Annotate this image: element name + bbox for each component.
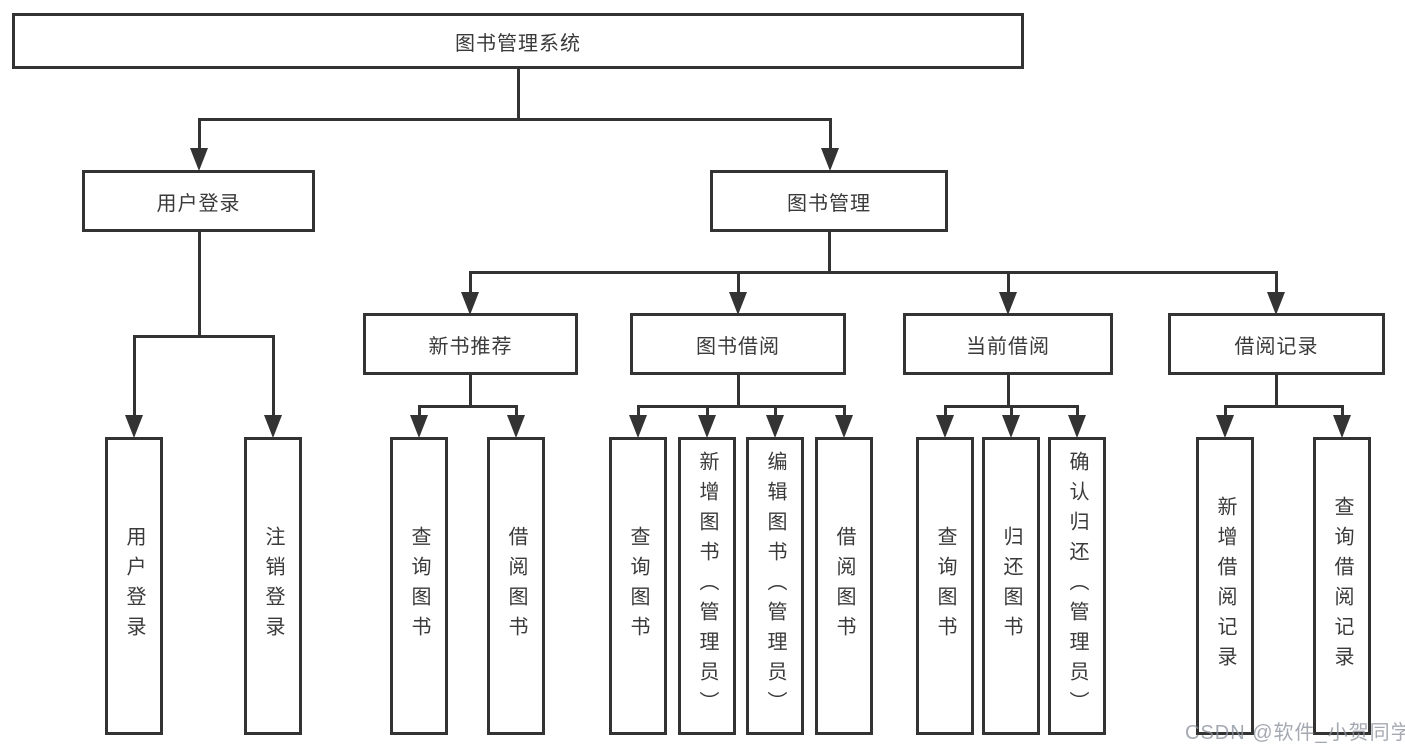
node-user-login-label: 用户登录 (156, 192, 241, 215)
leaf-logout-login: 注销登录 (244, 437, 302, 735)
connector-borrow-records-branch (1224, 405, 1344, 408)
csdn-watermark: CSDN @软件_小贺同学 (1185, 722, 1405, 744)
leaf-edit-book-admin: 编辑图书（管理员） (746, 437, 804, 735)
connector-root-stem (517, 68, 520, 120)
leaf-query-books-recommend-label: 查询图书 (408, 526, 430, 646)
arrowhead-leaf-query-books-2 (629, 415, 647, 438)
connector-to-book-borrow (737, 271, 740, 295)
node-borrow-records-label: 借阅记录 (1234, 335, 1319, 358)
arrowhead-new-book-recommend (461, 292, 479, 315)
node-library-system: 图书管理系统 (12, 13, 1024, 69)
connector-book-management-stem (828, 232, 831, 274)
arrowhead-leaf-query-books-3 (936, 415, 954, 438)
connector-to-leaf-return-book (1010, 405, 1013, 418)
leaf-query-books-borrow-label: 查询图书 (627, 526, 649, 646)
node-book-borrow: 图书借阅 (630, 313, 846, 375)
arrowhead-leaf-borrow-book-2 (835, 415, 853, 438)
leaf-edit-book-admin-label: 编辑图书（管理员） (764, 451, 786, 721)
leaf-logout-login-label: 注销登录 (262, 526, 284, 646)
connector-to-leaf-user-login (133, 335, 136, 418)
leaf-add-borrow-record-label: 新增借阅记录 (1214, 496, 1236, 676)
arrowhead-leaf-logout (264, 415, 282, 438)
leaf-return-book: 归还图书 (982, 437, 1040, 735)
connector-to-leaf-logout (272, 335, 275, 418)
arrowhead-book-borrow (729, 292, 747, 315)
leaf-borrow-book-recommend-label: 借阅图书 (505, 526, 527, 646)
leaf-user-login-label: 用户登录 (123, 526, 145, 646)
arrowhead-leaf-edit-book (766, 415, 784, 438)
leaf-query-books-borrow: 查询图书 (609, 437, 667, 735)
leaf-confirm-return-admin-label: 确认归还（管理员） (1066, 451, 1088, 721)
node-library-system-label: 图书管理系统 (455, 32, 581, 55)
leaf-query-books-recommend: 查询图书 (390, 437, 448, 735)
arrowhead-leaf-return-book (1002, 415, 1020, 438)
arrowhead-leaf-add-book (698, 415, 716, 438)
node-book-management: 图书管理 (710, 170, 948, 232)
leaf-borrow-book-recommend: 借阅图书 (487, 437, 545, 735)
connector-to-book-management (829, 118, 832, 152)
connector-to-current-borrow (1007, 271, 1010, 295)
node-current-borrow: 当前借阅 (903, 313, 1113, 375)
leaf-query-borrow-record: 查询借阅记录 (1313, 437, 1371, 735)
connector-to-leaf-add-borrow-record (1224, 405, 1227, 418)
connector-to-leaf-query-borrow-record (1341, 405, 1344, 418)
leaf-confirm-return-admin: 确认归还（管理员） (1048, 437, 1106, 735)
leaf-add-borrow-record: 新增借阅记录 (1196, 437, 1254, 735)
connector-root-branch (198, 118, 831, 121)
connector-user-login-branch (133, 335, 275, 338)
connector-to-leaf-query-books-3 (944, 405, 947, 418)
arrowhead-leaf-borrow-book-1 (507, 415, 525, 438)
node-new-book-recommend-label: 新书推荐 (428, 335, 513, 358)
node-current-borrow-label: 当前借阅 (966, 335, 1050, 358)
connector-to-leaf-edit-book (774, 405, 777, 418)
arrowhead-borrow-records (1267, 292, 1285, 315)
connector-to-leaf-add-book (706, 405, 709, 418)
node-user-login: 用户登录 (82, 170, 315, 232)
leaf-add-book-admin-label: 新增图书（管理员） (696, 451, 718, 721)
leaf-query-borrow-record-label: 查询借阅记录 (1331, 496, 1353, 676)
node-book-management-label: 图书管理 (787, 192, 871, 215)
connector-borrow-records-stem (1275, 373, 1278, 408)
connector-to-new-book-recommend (469, 271, 472, 295)
connector-book-borrow-branch (637, 405, 846, 408)
connector-to-leaf-query-books-2 (637, 405, 640, 418)
connector-to-leaf-borrow-book-1 (515, 405, 518, 418)
arrowhead-leaf-query-borrow-record (1333, 415, 1351, 438)
leaf-return-book-label: 归还图书 (1000, 526, 1022, 646)
leaf-borrow-book-label: 借阅图书 (833, 526, 855, 646)
connector-book-management-branch (469, 271, 1278, 274)
connector-new-book-recommend-branch (418, 405, 518, 408)
connector-user-login-stem (198, 232, 201, 338)
connector-to-leaf-borrow-book-2 (843, 405, 846, 418)
arrowhead-book-management (821, 148, 839, 171)
arrowhead-leaf-confirm-return (1068, 415, 1086, 438)
arrowhead-leaf-user-login (125, 415, 143, 438)
connector-new-book-recommend-stem (469, 373, 472, 408)
arrowhead-leaf-query-books-1 (410, 415, 428, 438)
node-borrow-records: 借阅记录 (1168, 313, 1385, 375)
connector-book-borrow-stem (737, 373, 740, 408)
leaf-add-book-admin: 新增图书（管理员） (678, 437, 736, 735)
leaf-borrow-book: 借阅图书 (815, 437, 873, 735)
node-book-borrow-label: 图书借阅 (696, 335, 780, 358)
arrowhead-user-login (190, 148, 208, 171)
connector-to-leaf-confirm-return (1076, 405, 1079, 418)
arrowhead-current-borrow (999, 292, 1017, 315)
connector-current-borrow-stem (1007, 373, 1010, 408)
arrowhead-leaf-add-borrow-record (1216, 415, 1234, 438)
connector-to-leaf-query-books-1 (418, 405, 421, 418)
leaf-user-login: 用户登录 (105, 437, 163, 735)
connector-to-user-login (198, 118, 201, 152)
leaf-query-books-current-label: 查询图书 (934, 526, 956, 646)
connector-to-borrow-records (1275, 271, 1278, 295)
node-new-book-recommend: 新书推荐 (363, 313, 578, 375)
leaf-query-books-current: 查询图书 (916, 437, 974, 735)
